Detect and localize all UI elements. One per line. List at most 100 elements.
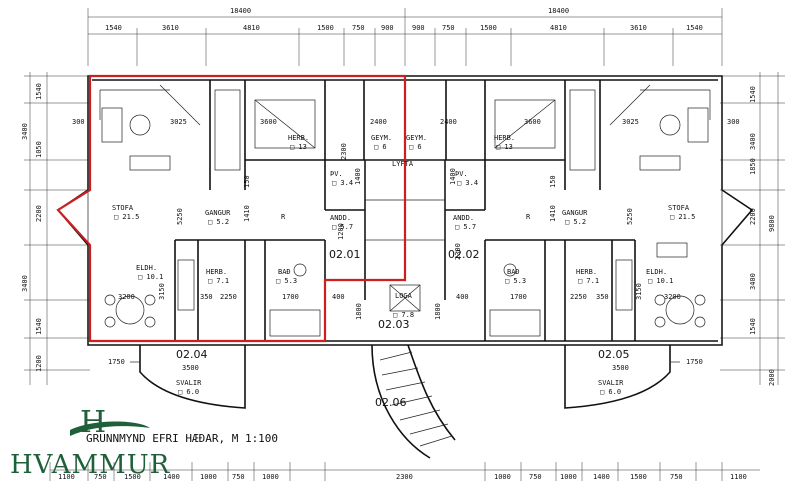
dim-right: 3400 bbox=[749, 133, 757, 150]
inner-dim: 1410 bbox=[243, 205, 251, 222]
inner-dim: 3600 bbox=[260, 118, 277, 126]
room-name: GANGUR bbox=[205, 209, 231, 217]
room-area: □ 7.8 bbox=[393, 311, 414, 319]
inner-dim: 3150 bbox=[635, 283, 643, 300]
room-area: □ 3.4 bbox=[332, 179, 353, 187]
room-area: □ 21.5 bbox=[670, 213, 695, 221]
dim-right: 1540 bbox=[749, 318, 757, 335]
interior-walls-left bbox=[99, 80, 405, 341]
inner-dim: 300 bbox=[727, 118, 740, 126]
room-name: BAÐ bbox=[278, 268, 291, 276]
dim-top: 900 bbox=[381, 24, 394, 32]
room-name: LOGA bbox=[395, 292, 413, 300]
room-name: GEYM. bbox=[371, 134, 392, 142]
dim-bottom: 750 bbox=[94, 473, 107, 481]
unit-number: 02.06 bbox=[375, 396, 407, 409]
room-name: STOFA bbox=[112, 204, 134, 212]
inner-dim: 2300 bbox=[340, 143, 348, 160]
dim-top: 750 bbox=[352, 24, 365, 32]
room-area: □ 13 bbox=[290, 143, 307, 151]
furniture bbox=[101, 89, 709, 337]
room-name: SVALIR bbox=[176, 379, 202, 387]
unit-number: 02.01 bbox=[329, 248, 361, 261]
room-name: STOFA bbox=[668, 204, 690, 212]
dim-total-right: 18400 bbox=[548, 7, 569, 15]
room-name: HERB. bbox=[206, 268, 227, 276]
inner-dim: 150 bbox=[549, 175, 557, 188]
inner-dim: 3500 bbox=[612, 364, 629, 372]
inner-dim: 1800 bbox=[434, 303, 442, 320]
elevator-label: LYFTA bbox=[392, 160, 414, 168]
inner-dim: 3150 bbox=[158, 283, 166, 300]
room-name: GANGUR bbox=[562, 209, 588, 217]
room-name: BAÐ bbox=[507, 268, 520, 276]
room-area: □ 5.2 bbox=[565, 218, 586, 226]
room-area: □ 5.7 bbox=[332, 223, 353, 231]
balconies bbox=[130, 345, 680, 409]
unit-number: 02.03 bbox=[378, 318, 410, 331]
inner-dim: 5250 bbox=[176, 208, 184, 225]
room-name: ELDH. bbox=[646, 268, 667, 276]
dim-right: 1850 bbox=[749, 158, 757, 175]
room-name: ANDD. bbox=[453, 214, 474, 222]
dim-top: 4810 bbox=[550, 24, 567, 32]
inner-dim: 2250 bbox=[570, 293, 587, 301]
dim-bottom: 1500 bbox=[630, 473, 647, 481]
inner-dim: 1400 bbox=[449, 168, 457, 185]
room-area: □ 5.2 bbox=[208, 218, 229, 226]
inner-dim: 2300 bbox=[454, 243, 462, 260]
dim-bottom: 1100 bbox=[58, 473, 75, 481]
inner-dim: 1410 bbox=[549, 205, 557, 222]
dimension-lines-top bbox=[87, 8, 723, 66]
dim-top: 4810 bbox=[243, 24, 260, 32]
dim-right: 3400 bbox=[749, 273, 757, 290]
dim-right-extra: 2000 bbox=[768, 369, 776, 386]
dim-bottom: 750 bbox=[670, 473, 683, 481]
dim-left: 1050 bbox=[35, 141, 43, 158]
inner-dim: 350 bbox=[596, 293, 609, 301]
inner-dim: 150 bbox=[243, 175, 251, 188]
unit-number: 02.02 bbox=[448, 248, 480, 261]
dim-total-left: 18400 bbox=[230, 7, 251, 15]
dim-right: 9800 bbox=[768, 215, 776, 232]
room-area: □ 10.1 bbox=[648, 277, 673, 285]
hvammur-logo: H HVAMMUR bbox=[10, 405, 170, 480]
inner-dim: 3200 bbox=[664, 293, 681, 301]
dim-top: 3610 bbox=[162, 24, 179, 32]
room-name: ELDH. bbox=[136, 264, 157, 272]
room-area: □ 10.1 bbox=[138, 273, 163, 281]
dim-right: 2200 bbox=[749, 208, 757, 225]
dim-bottom: 1500 bbox=[124, 473, 141, 481]
inner-dim: 400 bbox=[332, 293, 345, 301]
dim-left: 1540 bbox=[35, 83, 43, 100]
dim-top: 1540 bbox=[686, 24, 703, 32]
unit-number: 02.05 bbox=[598, 348, 630, 361]
inner-dim: 1700 bbox=[282, 293, 299, 301]
dim-top: 3610 bbox=[630, 24, 647, 32]
dim-bottom: 1000 bbox=[262, 473, 279, 481]
room-area: □ 3.4 bbox=[457, 179, 478, 187]
room-name: HERB. bbox=[576, 268, 597, 276]
inner-dim: 5250 bbox=[626, 208, 634, 225]
inner-dim: 300 bbox=[72, 118, 85, 126]
dim-bottom: 1400 bbox=[163, 473, 180, 481]
selected-apartment-outline bbox=[56, 74, 407, 343]
unit-number: 02.04 bbox=[176, 348, 208, 361]
dim-bottom: 1400 bbox=[593, 473, 610, 481]
logo-mark-letter: H bbox=[80, 405, 107, 440]
room-name: SVALIR bbox=[598, 379, 624, 387]
room-area: □ 6.0 bbox=[178, 388, 199, 396]
room-area: □ 21.5 bbox=[114, 213, 139, 221]
dim-left: 1540 bbox=[35, 318, 43, 335]
room-name: HERB. bbox=[494, 134, 515, 142]
dim-bottom: 750 bbox=[232, 473, 245, 481]
room-area: □ 5.3 bbox=[276, 277, 297, 285]
room-name: GEYM. bbox=[406, 134, 427, 142]
room-name: HERB. bbox=[288, 134, 309, 142]
room-area: □ 5.7 bbox=[455, 223, 476, 231]
inner-dim: 1400 bbox=[354, 168, 362, 185]
dim-left: 3400 bbox=[21, 123, 29, 140]
inner-dim: 1800 bbox=[355, 303, 363, 320]
r-mark: R bbox=[281, 213, 286, 221]
